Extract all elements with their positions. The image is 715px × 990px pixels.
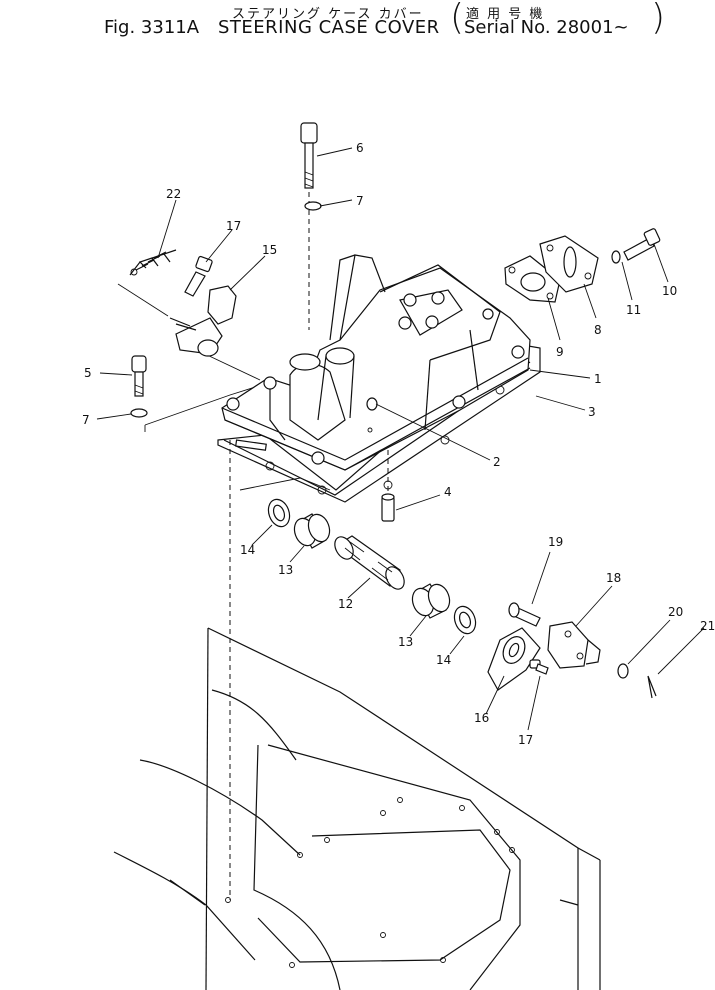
- pin-2: [366, 397, 378, 411]
- callout-15: 15: [262, 243, 277, 257]
- callout-8: 8: [594, 323, 602, 337]
- transmission-case: [113, 627, 601, 990]
- callout-17-lower: 17: [518, 733, 533, 747]
- callout-1: 1: [594, 372, 602, 386]
- seal-14-right: [453, 605, 477, 635]
- figure-header: ステアリング ケース カバー Fig. 3311A STEERING CASE …: [0, 0, 715, 44]
- figure-number: Fig. 3311A: [104, 17, 200, 38]
- callout-16: 16: [474, 711, 489, 725]
- bolt-17-lower: [529, 659, 549, 675]
- flange-8: [539, 235, 599, 293]
- bolt-19: [508, 602, 541, 627]
- title-japanese: ステアリング ケース カバー: [232, 7, 424, 22]
- bolt-6: [300, 122, 318, 189]
- bracket-18: [547, 621, 601, 669]
- callout-13-left: 13: [278, 563, 293, 577]
- callout-14-right: 14: [436, 653, 451, 667]
- callout-12: 12: [338, 597, 353, 611]
- open-paren: (: [450, 0, 465, 38]
- leader-lines: [96, 147, 705, 731]
- dowel-pin-4: [381, 493, 395, 522]
- callout-11: 11: [626, 303, 641, 317]
- callout-2: 2: [493, 455, 501, 469]
- callout-7-top: 7: [356, 194, 364, 208]
- callout-6: 6: [356, 141, 364, 155]
- callout-20: 20: [668, 605, 683, 619]
- callout-22: 22: [166, 187, 181, 201]
- callout-4: 4: [444, 485, 452, 499]
- washer-7-left: [130, 408, 148, 418]
- bolt-10: [623, 228, 661, 261]
- callout-19: 19: [548, 535, 563, 549]
- callout-13-right: 13: [398, 635, 413, 649]
- bearing-13-right: [411, 583, 451, 619]
- lever-15: [169, 285, 237, 357]
- callout-21: 21: [700, 619, 715, 633]
- bolt-17-upper: [184, 255, 213, 297]
- bearing-13-left: [293, 513, 331, 549]
- callout-17-upper: 17: [226, 219, 241, 233]
- callout-7-left: 7: [82, 413, 90, 427]
- callout-3: 3: [588, 405, 596, 419]
- washer-7-top: [304, 201, 322, 211]
- callout-18: 18: [606, 571, 621, 585]
- bolt-5: [131, 355, 147, 397]
- washer-20: [617, 663, 629, 679]
- cotter-pin-21: [647, 675, 657, 699]
- gasket-9: [504, 255, 561, 303]
- close-paren: ): [651, 0, 666, 38]
- callout-labels: 1 2 3 4 5 6 7 7 8 9 10 11 12 13 13 14 14…: [82, 141, 715, 747]
- callout-10: 10: [662, 284, 677, 298]
- steering-case-cover: [221, 254, 531, 471]
- callout-14-left: 14: [240, 543, 255, 557]
- lever-16: [487, 627, 541, 691]
- spring-22: [129, 249, 177, 276]
- figure-title: STEERING CASE COVER: [218, 17, 440, 38]
- seal-14-left: [267, 498, 291, 528]
- washer-11: [611, 250, 621, 264]
- applicability-japanese: 適 用 号 機: [466, 7, 545, 22]
- callout-9: 9: [556, 345, 564, 359]
- callout-5: 5: [84, 366, 92, 380]
- shaft-12: [334, 535, 405, 590]
- serial-range: Serial No. 28001~: [464, 17, 629, 38]
